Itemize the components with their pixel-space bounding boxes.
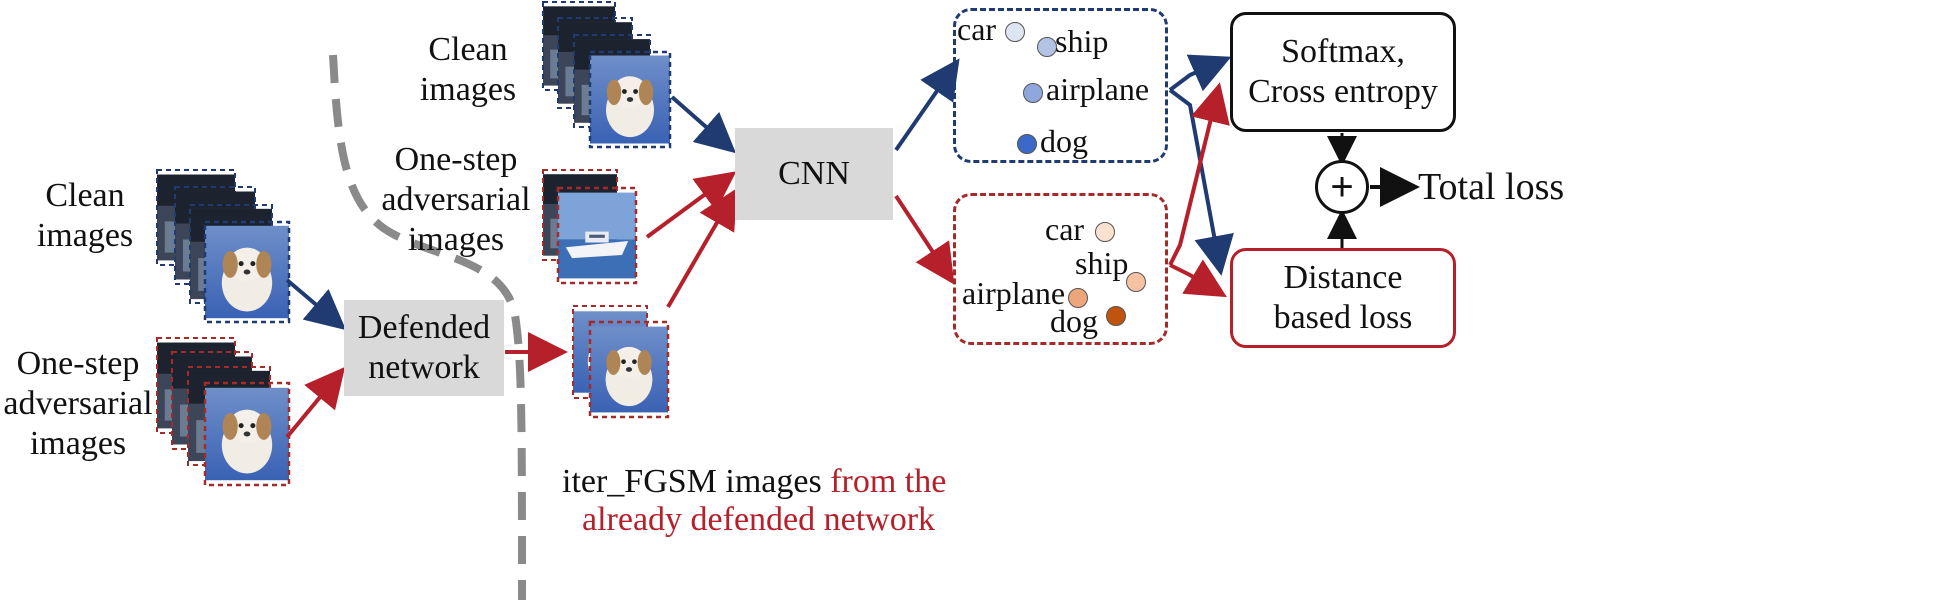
arrow-left-clean-to-defended <box>285 278 347 331</box>
distance-loss-box: Distance based loss <box>1230 248 1456 348</box>
embed-blue-car-dot <box>1005 22 1025 42</box>
arrow-cnn-to-blue-embedding <box>894 58 960 152</box>
arrow-left-adv-to-defended <box>285 366 346 439</box>
embed-red-airplane-label: airplane <box>962 275 1066 311</box>
arrow-cnn-to-red-embedding <box>894 194 955 285</box>
arrow-adv-to-cnn <box>645 171 737 239</box>
embed-blue-ship-dot <box>1037 37 1057 57</box>
embed-blue-ship-label: ship <box>1055 23 1109 59</box>
embed-red-airplane-dot <box>1068 288 1088 308</box>
embed-blue-car-label: car <box>957 11 997 47</box>
arrow-red-to-distance <box>1169 259 1227 298</box>
adversarial-embedding-box <box>953 193 1168 345</box>
defended-network-label: Defended network <box>357 309 491 386</box>
embed-red-ship-label: ship <box>1075 245 1129 281</box>
dog-image <box>205 225 289 319</box>
embed-blue-dog-label: dog <box>1040 123 1088 159</box>
softmax-cross-entropy-label: Softmax, Cross entropy <box>1248 33 1438 110</box>
left-clean-images-label: Clean images <box>36 177 134 254</box>
arrow-blue-to-softmax <box>1168 54 1232 92</box>
sum-plus-node: + <box>1315 160 1369 214</box>
embed-red-car-label: car <box>1045 211 1085 247</box>
dog-image <box>590 326 668 413</box>
middle-clean-images-label: Clean images <box>419 31 517 108</box>
embed-red-dog-dot <box>1106 306 1126 326</box>
iter-fgsm-caption-line2: already defended network <box>582 501 936 538</box>
iter-fgsm-caption-line1: iter_FGSM images from the <box>562 462 946 502</box>
embed-red-dog-label: dog <box>1050 303 1098 339</box>
ship-image <box>558 192 636 279</box>
total-loss-label: Total loss <box>1418 166 1565 208</box>
distance-loss-label: Distance based loss <box>1273 259 1413 336</box>
defended-network-box: Defended network <box>344 300 504 396</box>
left-adversarial-image-stack <box>156 337 291 487</box>
cnn-box: CNN <box>735 128 893 220</box>
iter-fgsm-black-text: iter_FGSM images <box>562 463 822 500</box>
middle-adversarial-image-stack <box>542 169 638 285</box>
arrow-blue-to-distance <box>1168 88 1234 276</box>
iter-fgsm-red-text: from the <box>830 463 947 500</box>
softmax-cross-entropy-box: Softmax, Cross entropy <box>1230 12 1456 132</box>
dog-image <box>205 387 289 481</box>
embed-red-car-dot <box>1095 222 1115 242</box>
embed-red-ship-dot <box>1126 272 1146 292</box>
left-one-step-label: One-step adversarial images <box>3 345 153 462</box>
separator-dashed-curve <box>329 54 526 601</box>
embed-blue-dog-dot <box>1017 134 1037 154</box>
iter-fgsm-image-stack <box>572 305 670 419</box>
dog-image <box>590 55 670 144</box>
clean-embedding-box <box>953 8 1168 163</box>
embed-blue-airplane-label: airplane <box>1046 71 1150 107</box>
left-clean-image-stack <box>156 169 291 324</box>
middle-one-step-label: One-step adversarial images <box>381 141 531 258</box>
embed-blue-airplane-dot <box>1023 83 1043 103</box>
cnn-label: CNN <box>778 155 850 192</box>
arrow-red-to-softmax <box>1168 82 1230 266</box>
middle-clean-image-stack <box>542 1 672 149</box>
arrow-clean-to-cnn <box>670 95 737 154</box>
arrow-iter-to-cnn <box>666 188 738 309</box>
